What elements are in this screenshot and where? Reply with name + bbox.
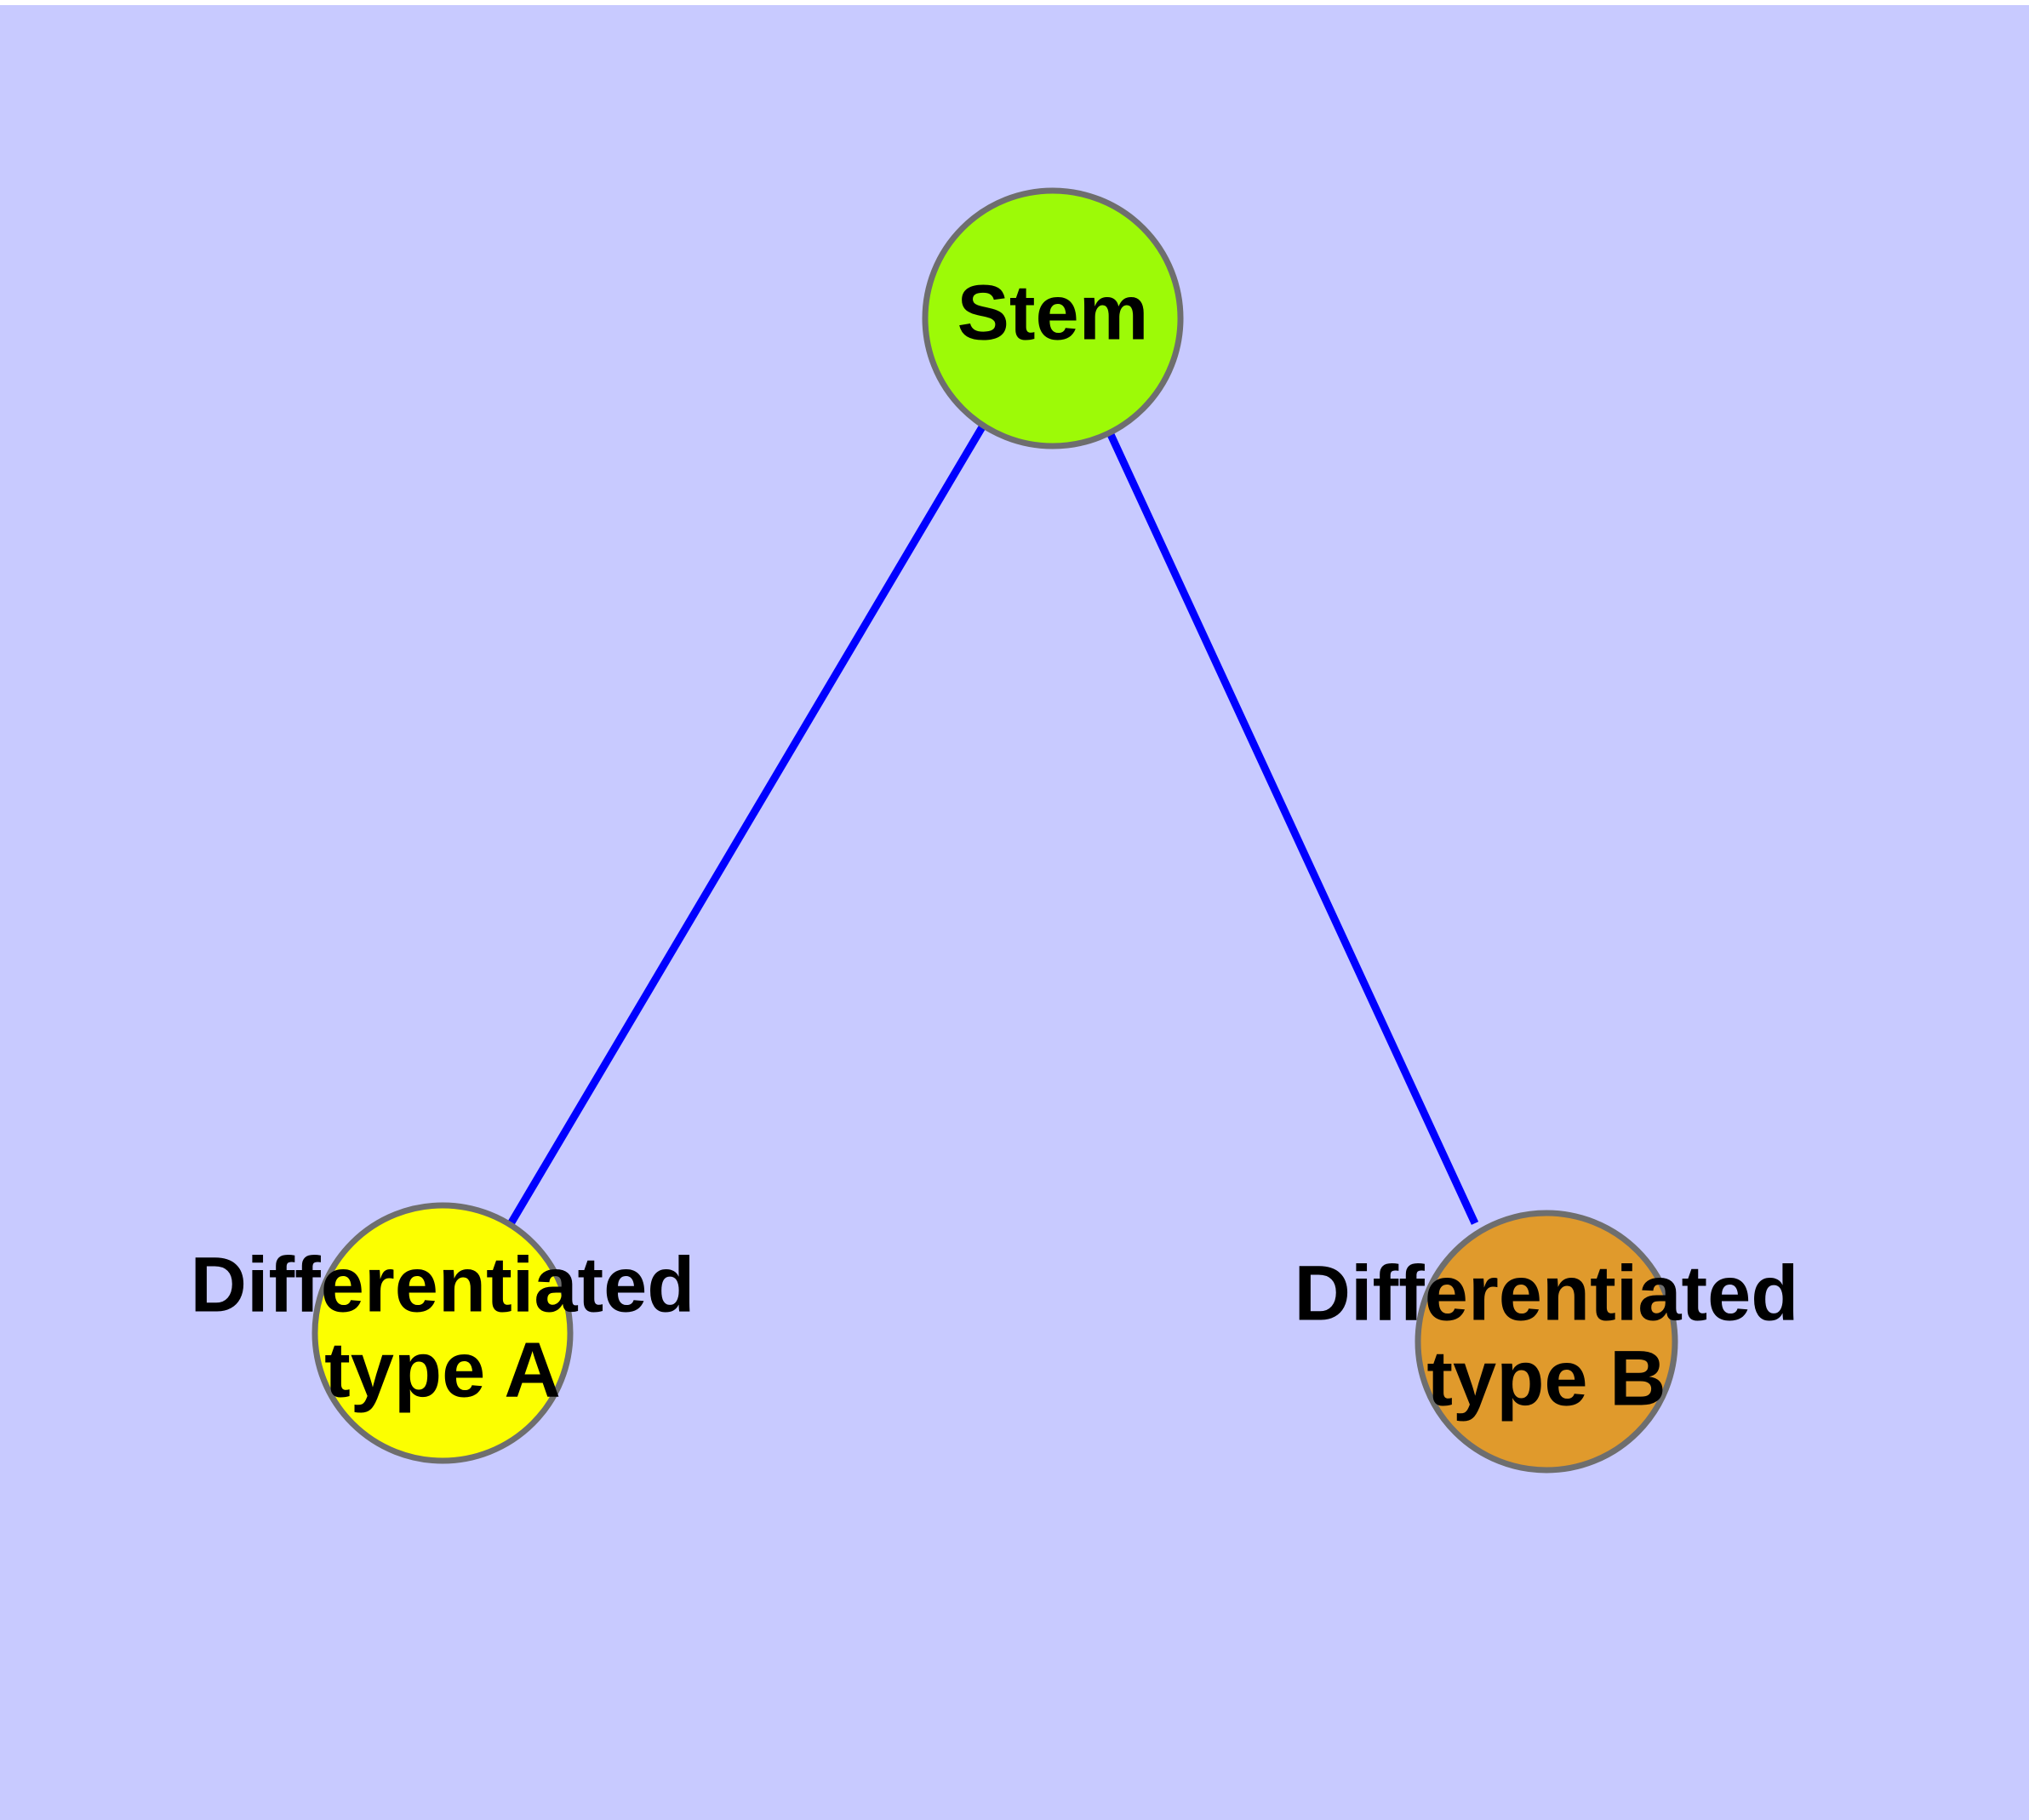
node-layer xyxy=(311,187,1678,1474)
edge-stem-to-differentiated-type-b[interactable] xyxy=(1105,429,1479,1225)
node-differentiated-type-a[interactable] xyxy=(311,1202,574,1464)
node-stem[interactable] xyxy=(922,187,1184,449)
node-label-differentiated-type-a-line2: type A xyxy=(324,1326,561,1413)
edge-stem-to-differentiated-type-a[interactable] xyxy=(508,423,986,1225)
node-circle-differentiated-type-a[interactable] xyxy=(311,1202,574,1464)
node-label-differentiated-type-b-line1: Differentiated xyxy=(1295,1250,1799,1336)
edge-layer xyxy=(508,423,1479,1225)
node-label-stem: Stem xyxy=(957,269,1149,356)
node-circle-stem[interactable] xyxy=(922,187,1184,449)
node-circle-differentiated-type-b[interactable] xyxy=(1415,1210,1678,1474)
node-differentiated-type-b[interactable] xyxy=(1415,1210,1678,1474)
label-layer: Stem Differentiated type A Differentiate… xyxy=(191,269,1799,1422)
node-label-differentiated-type-a-line1: Differentiated xyxy=(191,1241,695,1328)
node-label-differentiated-type-b-line2: type B xyxy=(1426,1335,1666,1422)
